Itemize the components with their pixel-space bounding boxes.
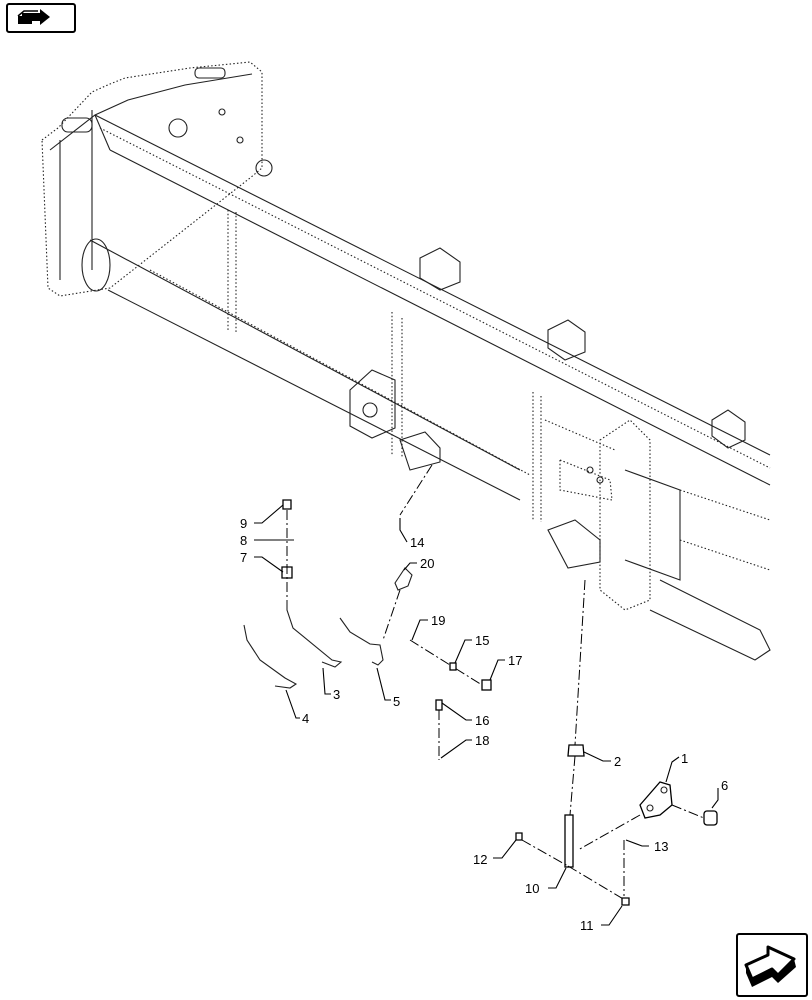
part-17-fitting xyxy=(481,679,492,691)
callout-15: 15 xyxy=(475,633,489,648)
callout-13: 13 xyxy=(654,839,668,854)
callout-labels: 1 2 3 4 5 6 7 8 9 10 11 12 13 14 15 16 1… xyxy=(240,516,728,933)
back-button[interactable] xyxy=(6,3,76,33)
callout-5: 5 xyxy=(393,694,400,709)
forward-button[interactable] xyxy=(736,933,808,997)
part-16-fitting xyxy=(435,699,443,711)
callout-18: 18 xyxy=(475,733,489,748)
callout-4: 4 xyxy=(302,711,309,726)
frame-assembly xyxy=(41,61,771,661)
callout-19: 19 xyxy=(431,613,445,628)
parts xyxy=(243,464,718,906)
callout-7: 7 xyxy=(240,550,247,565)
back-arrow-icon xyxy=(17,9,50,25)
part-10-pin xyxy=(564,814,574,868)
callout-6: 6 xyxy=(721,778,728,793)
callout-12: 12 xyxy=(473,852,487,867)
part-3-hose xyxy=(286,600,343,668)
part-4-hose xyxy=(243,624,298,689)
callout-11: 11 xyxy=(580,918,594,933)
forward-arrow-icon xyxy=(744,945,796,987)
callout-1: 1 xyxy=(681,751,688,766)
part-9-fitting xyxy=(282,499,292,510)
part-5-hose xyxy=(339,617,384,666)
callout-9: 9 xyxy=(240,516,247,531)
callout-3: 3 xyxy=(333,687,340,702)
callout-16: 16 xyxy=(475,713,489,728)
callout-2: 2 xyxy=(614,754,621,769)
callout-17: 17 xyxy=(508,653,522,668)
part-6-bushing xyxy=(703,810,718,826)
part-11-pin xyxy=(621,897,630,906)
callout-leaders xyxy=(254,504,719,926)
part-20-loop xyxy=(394,567,413,591)
part-12-pin xyxy=(515,832,523,841)
callout-8: 8 xyxy=(240,533,247,548)
part-15-fitting xyxy=(449,662,457,671)
callout-10: 10 xyxy=(525,881,539,896)
callout-14: 14 xyxy=(410,535,424,550)
part-2-grommet xyxy=(567,744,585,757)
callout-20: 20 xyxy=(420,556,434,571)
part-1-bracket xyxy=(639,781,673,819)
